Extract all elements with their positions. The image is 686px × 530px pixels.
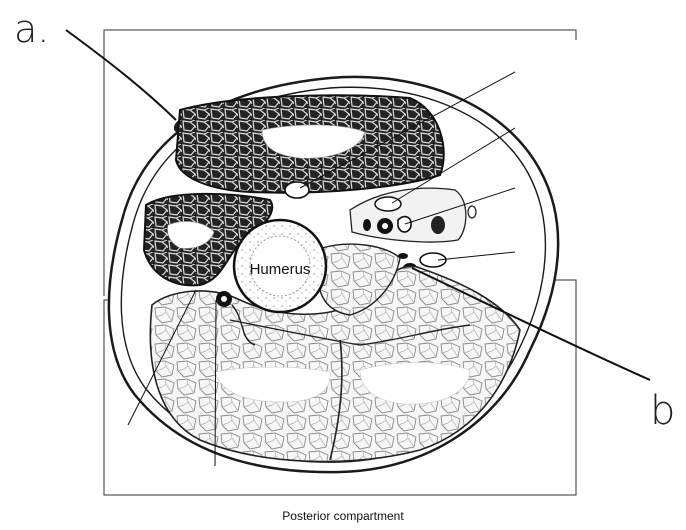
profunda-lumen bbox=[221, 296, 227, 302]
superficial-vessel bbox=[468, 206, 476, 218]
humerus-label: Humerus bbox=[250, 261, 311, 278]
annotation-a-line bbox=[66, 30, 176, 120]
handwritten-label-a: a. bbox=[14, 7, 49, 51]
basilic-vein-small bbox=[363, 219, 371, 231]
brachial-vein bbox=[398, 217, 411, 232]
handwritten-label-b: b bbox=[650, 388, 675, 434]
ulnar-nerve-small bbox=[431, 216, 445, 234]
musculocutaneous-nerve bbox=[285, 182, 309, 198]
median-nerve bbox=[375, 197, 401, 211]
brachial-artery-lumen bbox=[382, 223, 388, 229]
diagram-caption: Posterior compartment bbox=[0, 509, 686, 523]
